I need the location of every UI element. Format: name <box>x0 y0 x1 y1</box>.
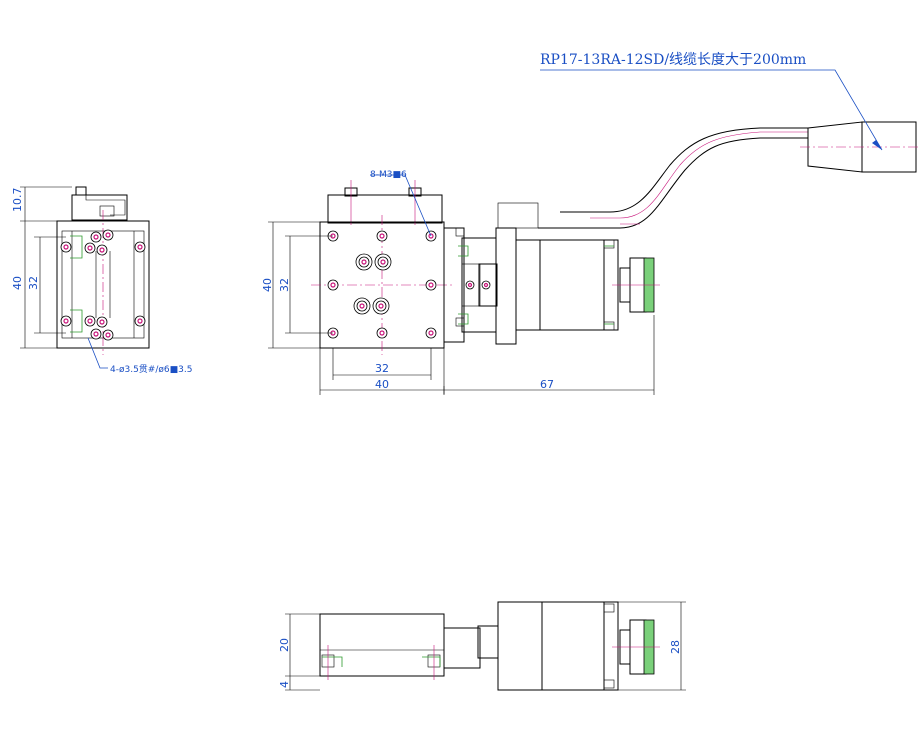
left-hole-spacing-dim: 32 <box>27 276 40 290</box>
front-view: 20 4 28 <box>278 601 686 691</box>
front-height-dim: 20 <box>278 638 291 652</box>
top-view: RP17-13RA-12SD/线缆长度大于200mm 8-M3■6 40 32 … <box>261 52 921 395</box>
left-height-top-dim: 10.7 <box>11 188 24 213</box>
front-base-dim: 4 <box>278 681 291 688</box>
left-hole-note: 4-ø3.5贯#/ø6■3.5 <box>110 364 192 375</box>
cable-note: RP17-13RA-12SD/线缆长度大于200mm <box>540 52 806 68</box>
left-side-view: 10.7 40 32 4-ø3.5贯#/ø6■3.5 <box>11 186 192 375</box>
top-hole-spacing-v-dim: 32 <box>278 278 291 292</box>
top-hole-note: 8-M3■6 <box>370 170 407 180</box>
top-motor-length-dim: 67 <box>540 378 554 391</box>
top-hole-spacing-h-dim: 32 <box>375 362 389 375</box>
front-motor-height-dim: 28 <box>669 640 682 654</box>
left-height-dim: 40 <box>11 276 24 290</box>
top-height-dim: 40 <box>261 278 274 292</box>
top-width-dim: 40 <box>375 378 389 391</box>
